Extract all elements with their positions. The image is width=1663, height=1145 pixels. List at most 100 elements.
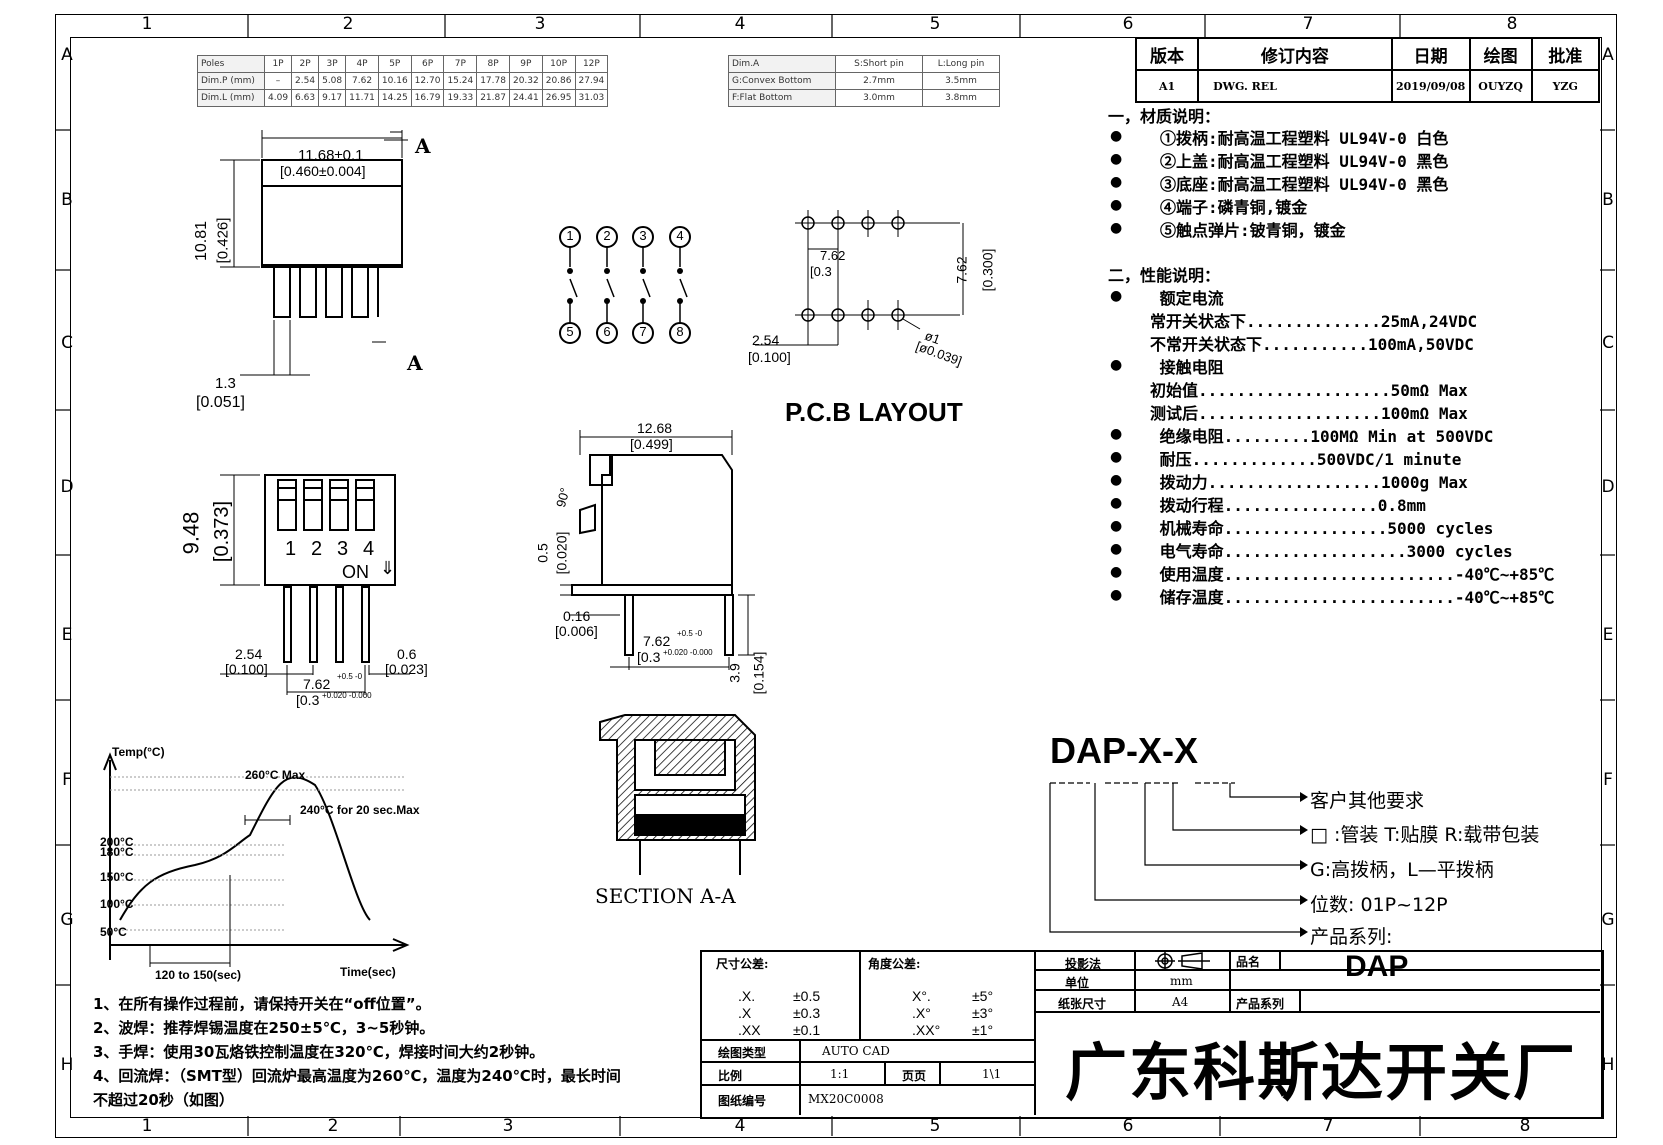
dim-row-pitch-tol: +0.5 -0 — [337, 672, 363, 681]
dim-tolerance-title: 尺寸公差: — [716, 957, 769, 971]
grid-col-top: 3 — [534, 14, 546, 34]
performance-line: 拨动行程................0.8mm — [1150, 496, 1426, 515]
dim-side-row-inch-tol: +0.020 -0.000 — [663, 648, 713, 657]
dim-row-pitch: 7.62 — [303, 676, 331, 692]
grid-row-left: C — [61, 333, 73, 353]
tolerance-key: .X° — [912, 1005, 931, 1021]
grid-col-top: 7 — [1302, 14, 1314, 34]
scale-label: 比例 — [718, 1069, 743, 1083]
table-cell: 24.41 — [508, 89, 543, 107]
part-code-item: 客户其他要求 — [1310, 790, 1425, 812]
dim-side-gap: 0.5 — [534, 543, 551, 563]
table-cell: 11.71 — [345, 89, 379, 107]
material-item: ⑤触点弹片:铍青铜，镀金 — [1160, 221, 1346, 240]
grid-col-top: 4 — [734, 14, 746, 34]
table-cell: A1 — [1134, 69, 1200, 103]
name-label: 品名 — [1236, 955, 1261, 969]
dim-pcb-pitch: 2.54 — [752, 332, 780, 348]
pcb-layout-label: P.C.B LAYOUT — [785, 397, 963, 427]
reflow-level: 100°C — [100, 897, 134, 911]
schematic-pin: 1 — [566, 228, 574, 243]
dim-lead-width: 1.3 — [215, 375, 236, 392]
dim-pcb-row-inch: [0.300] — [979, 248, 996, 292]
dim-side-row: 7.62 — [643, 633, 671, 649]
side-view-drawing — [560, 430, 755, 670]
table-cell: OUYZQ — [1468, 69, 1533, 103]
tolerance-value: ±0.1 — [793, 1022, 821, 1038]
dim-lead-width-inch: [0.051] — [196, 394, 245, 411]
performance-line: 不常开关状态下...........100mA,50VDC — [1150, 335, 1474, 354]
dim-row-pitch-inch-tol: +0.020 -0.000 — [322, 691, 372, 700]
table-cell: 26.95 — [541, 89, 576, 107]
page-value: 1\1 — [982, 1067, 1002, 1081]
table-row: Dim.P (mm) – 2.54 5.08 7.62 10.16 12.70 … — [197, 72, 609, 90]
table-cell: 2019/09/08 — [1390, 69, 1471, 103]
grid-col-top: 5 — [929, 14, 941, 34]
drawing-no-label: 图纸编号 — [718, 1094, 767, 1108]
bullet-icon: ● — [1110, 564, 1123, 580]
note-line: 4、回流焊：（SMT型）回流炉最高温度为260℃，温度为240℃时，最长时间 — [93, 1067, 621, 1085]
table-cell: 20.86 — [541, 72, 576, 90]
performance-line: 拨动力..................1000g Max — [1150, 473, 1468, 492]
grid-col-top: 6 — [1122, 14, 1134, 34]
grid-col-bottom: 2 — [327, 1116, 339, 1136]
part-code: DAP-X-X — [1050, 730, 1199, 771]
table-cell: 8P — [476, 55, 510, 73]
table-row: Dim.A S:Short pin L:Long pin — [728, 55, 1000, 73]
table-cell: 16.79 — [410, 89, 445, 107]
table-cell: S:Short pin — [835, 55, 923, 73]
table-cell: 修订内容 — [1197, 37, 1393, 71]
grid-col-bottom: 1 — [141, 1116, 153, 1136]
dim-pcb-pitch-row-inch: [0.3 — [810, 264, 832, 279]
bullet-icon: ● — [1110, 587, 1123, 603]
tolerance-value: ±0.5 — [793, 988, 821, 1004]
grid-row-left: B — [61, 190, 73, 210]
grid-row-left: H — [60, 1055, 74, 1075]
bullet-icon: ● — [1110, 495, 1123, 511]
table-cell: 3P — [318, 55, 347, 73]
dim-row-pitch-inch: [0.3 — [296, 692, 320, 708]
grid-row-right: E — [1602, 625, 1614, 645]
part-code-item: □ :管装 T:贴膜 R:载带包装 — [1310, 824, 1540, 846]
dim-front-height-inch: [0.373] — [211, 500, 234, 563]
drawing-border-outer — [55, 14, 1617, 1138]
dim-pcb-pitch-row: 7.62 — [820, 248, 846, 263]
grid-row-right: D — [1601, 477, 1615, 497]
table-cell: Poles — [197, 55, 265, 73]
tolerance-key: .XX° — [912, 1022, 941, 1038]
grid-row-right: H — [1601, 1055, 1615, 1075]
table-cell: 12.70 — [410, 72, 445, 90]
grid-col-top: 2 — [342, 14, 354, 34]
table-cell: YZG — [1530, 69, 1601, 103]
performance-line: 电气寿命...................3000 cycles — [1150, 542, 1513, 561]
software-value: AUTO CAD — [822, 1044, 890, 1058]
performance-title: 二，性能说明： — [1108, 266, 1221, 285]
table-cell: 日期 — [1390, 37, 1471, 71]
angle-tolerance-title: 角度公差: — [868, 957, 921, 971]
front-view-drawing — [220, 474, 410, 695]
table-cell: L:Long pin — [922, 55, 1000, 73]
grid-row-left: E — [61, 625, 73, 645]
table-cell: 5.08 — [318, 72, 347, 90]
reflow-level: 150°C — [100, 870, 134, 884]
table-cell: 20.32 — [508, 72, 543, 90]
dim-pitch: 2.54 — [235, 646, 263, 662]
table-cell: 1P — [263, 55, 293, 73]
bullet-icon: ● — [1110, 128, 1123, 144]
note-line: 3、手焊：使用30瓦烙铁控制温度在320℃，焊接时间大约2秒钟。 — [93, 1043, 545, 1061]
drawing-no-value: MX20C0008 — [808, 1092, 884, 1106]
table-row: 版本 修订内容 日期 绘图 批准 — [1134, 37, 1601, 71]
dim-pitch-inch: [0.100] — [225, 661, 268, 677]
bullet-icon: ● — [1110, 357, 1123, 373]
performance-line: 额定电流 — [1150, 289, 1224, 308]
switch-schematic — [559, 226, 691, 344]
table-row: A1 DWG. REL 2019/09/08 OUYZQ YZG — [1134, 69, 1601, 103]
tolerance-key: .XX — [738, 1022, 761, 1038]
table-cell: Dim.P (mm) — [197, 72, 265, 90]
top-view-drawing — [220, 130, 408, 376]
section-marker-a: A — [415, 134, 431, 158]
switch-number: 3 — [337, 538, 349, 560]
grid-row-left: A — [61, 45, 73, 65]
materials-title: 一，材质说明： — [1108, 107, 1221, 126]
bullet-icon: ● — [1110, 174, 1123, 190]
